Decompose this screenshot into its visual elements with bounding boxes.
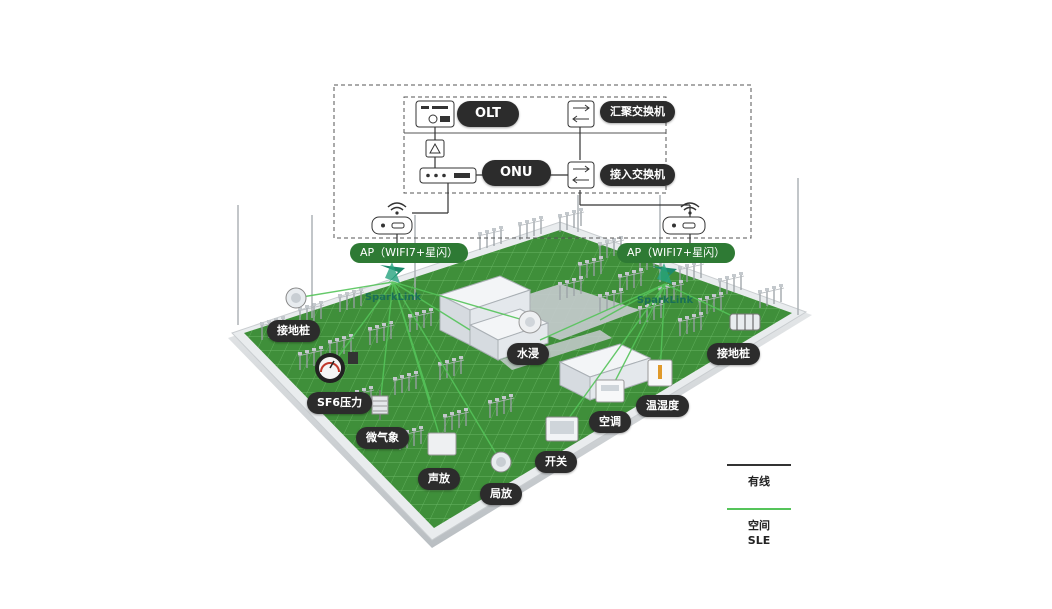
weather-station-icon: [371, 390, 389, 420]
partial-discharge-label: 局放: [480, 483, 522, 505]
aggregation-switch-icon: [567, 100, 595, 128]
access-switch-label: 接入交换机: [600, 164, 675, 186]
ap-left-label: AP（WIFI7+星闪）: [350, 243, 469, 263]
legend-wireless-label-2: SLE: [747, 534, 771, 547]
water-label: 水浸: [507, 343, 549, 365]
sf6-gauge-icon: [315, 352, 358, 383]
water-sensor-icon: [518, 310, 542, 334]
sparklink-left-logo: SparkLink: [365, 262, 422, 303]
olt-label: OLT: [457, 101, 520, 127]
ground-left-label: 接地桩: [267, 320, 320, 342]
legend-wireless-line: [727, 508, 791, 510]
aggregation-switch-label: 汇聚交换机: [600, 101, 675, 123]
thermometer-panel-icon: [647, 359, 673, 387]
olt-device-icon: [415, 100, 455, 128]
ap-right-label: AP（WIFI7+星闪）: [617, 243, 736, 263]
acoustic-label: 声放: [418, 468, 460, 490]
legend-wired-line: [727, 464, 791, 466]
aircon-unit-icon: [595, 379, 625, 403]
ground-left-sensor-icon: [285, 287, 307, 309]
ap-right-router-icon: [662, 202, 706, 235]
onu-label: ONU: [482, 160, 551, 186]
ground-right-sensor-icon: [729, 313, 761, 331]
weather-label: 微气象: [356, 427, 409, 449]
sparklink-right-logo: SparkLink: [637, 263, 694, 306]
temp-humidity-label: 温湿度: [636, 395, 689, 417]
legend-wired: 有线: [727, 464, 791, 489]
ground-right-label: 接地桩: [707, 343, 760, 365]
legend-wireless-label-1: 空间: [748, 519, 770, 532]
aircon-label: 空调: [589, 411, 631, 433]
onu-device-icon: [419, 167, 477, 184]
sparklink-right-label: SparkLink: [637, 295, 694, 306]
sf6-label: SF6压力: [307, 392, 373, 414]
switch-panel-icon: [545, 416, 579, 442]
switch-label: 开关: [535, 451, 577, 473]
acoustic-sensor-icon: [427, 432, 457, 456]
partial-discharge-sensor-icon: [490, 451, 512, 473]
ap-left-router-icon: [371, 202, 413, 235]
legend-wireless: 空间 SLE: [727, 508, 791, 548]
access-switch-icon: [567, 161, 595, 189]
splitter-icon: [425, 139, 445, 158]
legend-wired-label: 有线: [748, 475, 770, 488]
sparklink-left-label: SparkLink: [365, 292, 422, 303]
